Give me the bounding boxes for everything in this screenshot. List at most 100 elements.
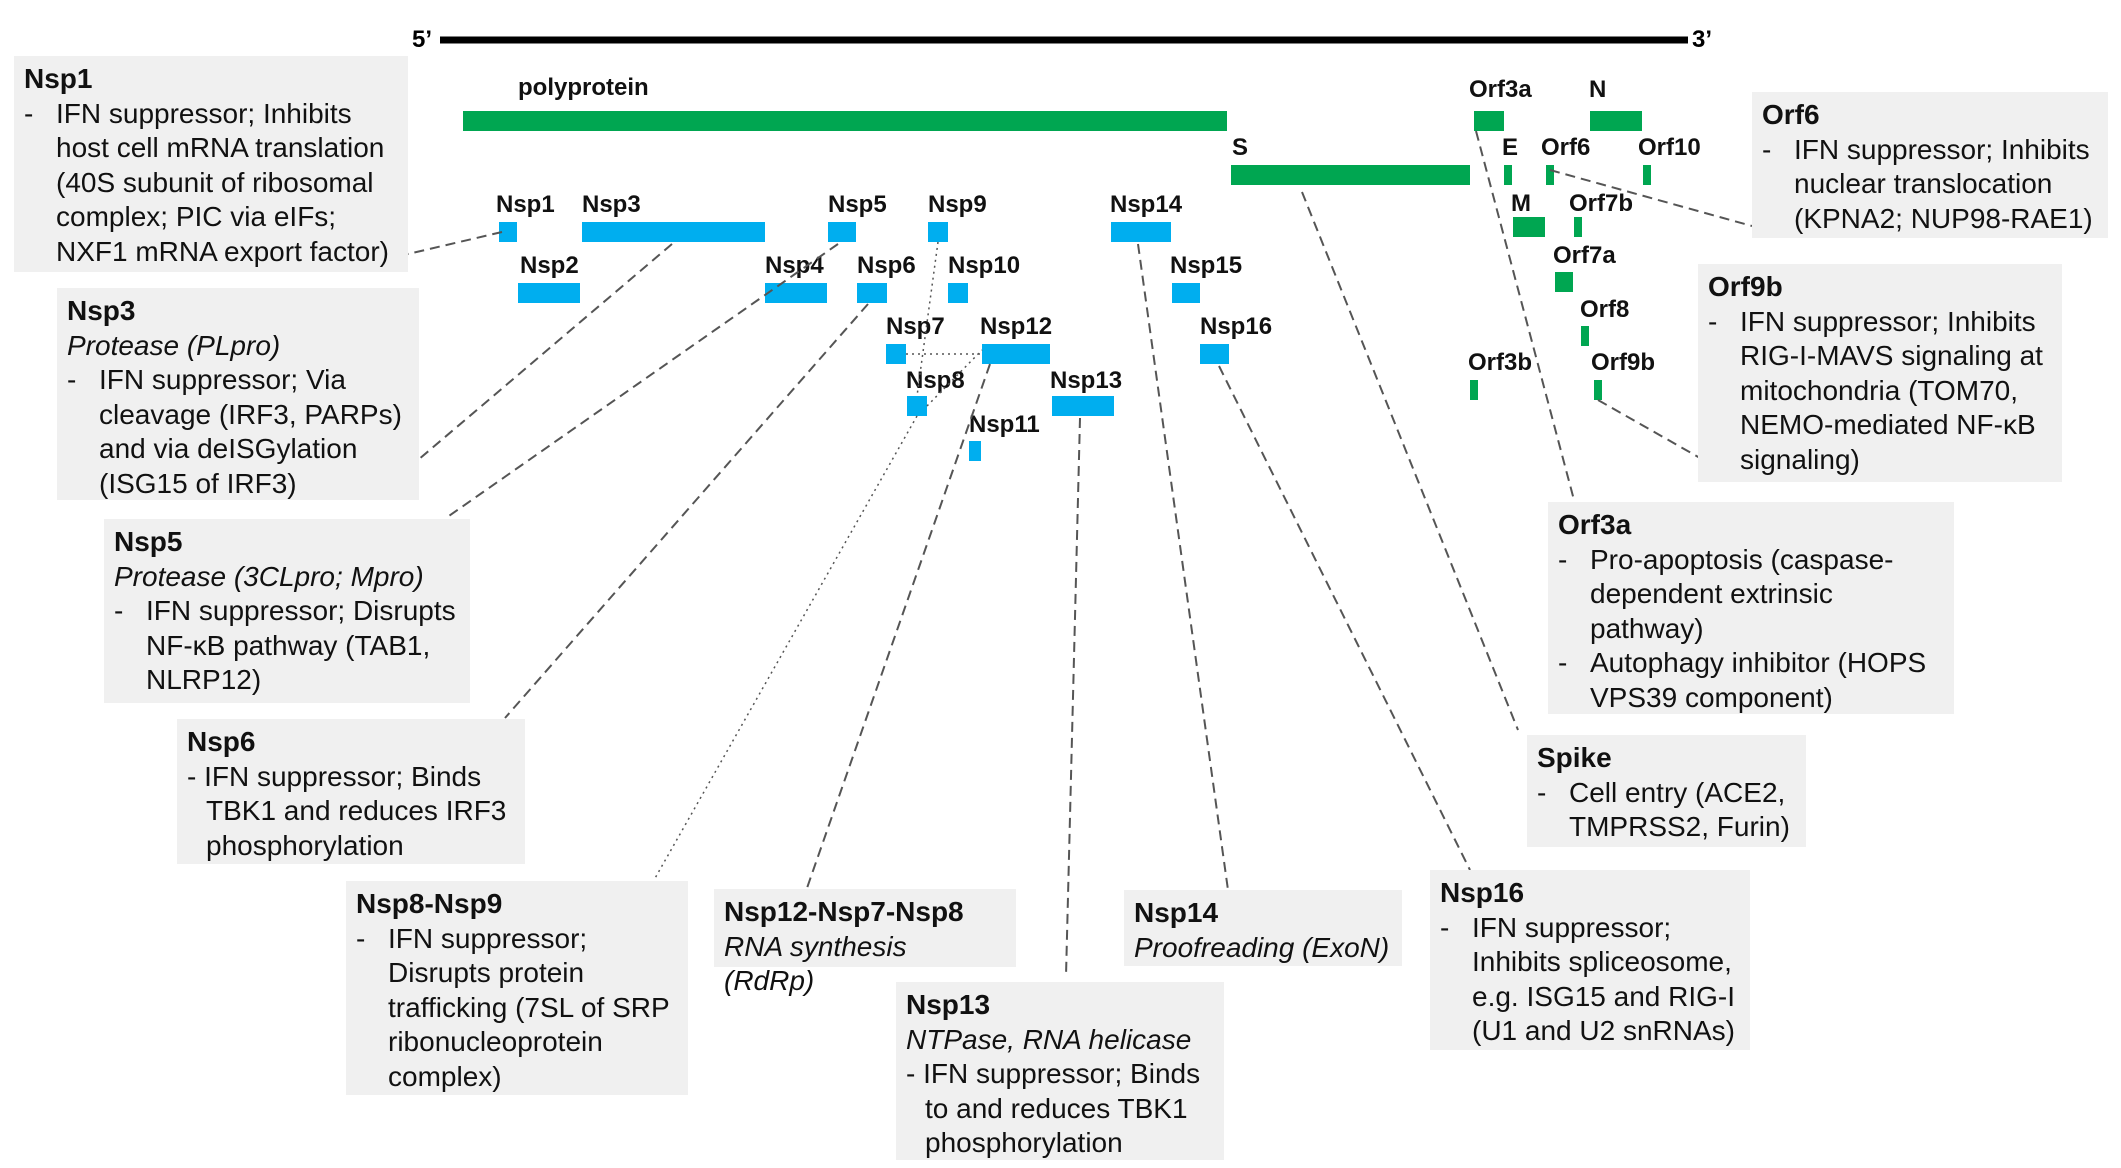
orf3b-bar	[1470, 380, 1478, 400]
nsp16-label: Nsp16	[1200, 313, 1272, 340]
nsp12-label: Nsp12	[980, 313, 1052, 340]
orf9b-bar	[1594, 380, 1602, 400]
nsp1-title: Nsp1	[24, 63, 93, 94]
nsp6-box: Nsp6 - IFN suppressor; Binds TBK1 and re…	[177, 719, 525, 864]
five-prime-label: 5’	[412, 26, 432, 53]
nsp14-leader	[1137, 243, 1229, 891]
nsp12-bar	[982, 344, 1050, 364]
nsp5-bar	[828, 222, 856, 242]
nsp8-bar	[907, 396, 927, 416]
orf3a-leader	[1475, 130, 1575, 501]
orf8-label: Orf8	[1580, 296, 1629, 323]
nsp13-title: Nsp13	[906, 989, 991, 1020]
nsp1-label: Nsp1	[496, 191, 555, 218]
orf6-title: Orf6	[1762, 99, 1820, 130]
nsp6-item: - IFN suppressor; Binds TBK1 and reduces…	[187, 760, 507, 861]
orf3a-item-1: -Pro-apoptosis (caspase-dependent extrin…	[1558, 543, 1894, 644]
nsp16-box: Nsp16 -IFN suppressor; Inhibits spliceos…	[1430, 870, 1750, 1050]
nsp5-label: Nsp5	[828, 191, 887, 218]
orf9b-item: -IFN suppressor; Inhibits RIG-I-MAVS sig…	[1708, 305, 2043, 475]
spike-box: Spike -Cell entry (ACE2, TMPRSS2, Furin)	[1527, 735, 1806, 847]
orf3a-item-2: -Autophagy inhibitor (HOPS VPS39 compone…	[1558, 647, 1927, 713]
orf9b-title: Orf9b	[1708, 271, 1783, 302]
nsp16-bar	[1200, 344, 1229, 364]
nsp8-nsp12-link	[926, 349, 983, 407]
nsp8-label: Nsp8	[906, 367, 965, 394]
orf10-label: Orf10	[1638, 134, 1701, 161]
nsp10-bar	[948, 283, 968, 303]
nsp16-title: Nsp16	[1440, 877, 1525, 908]
nsp1-item: -IFN suppressor; Inhibits host cell mRNA…	[24, 97, 389, 267]
nsp4-bar	[765, 283, 827, 303]
polyprotein-bar	[463, 111, 1227, 131]
orf9b-box: Orf9b -IFN suppressor; Inhibits RIG-I-MA…	[1698, 264, 2062, 482]
nsp16-item: -IFN suppressor; Inhibits spliceosome, e…	[1440, 911, 1736, 1047]
nsp3-item: -IFN suppressor; Via cleavage (IRF3, PAR…	[67, 364, 402, 499]
orf10-bar	[1643, 165, 1651, 185]
three-prime-label: 3’	[1692, 26, 1712, 53]
orf6-box: Orf6 -IFN suppressor; Inhibits nuclear t…	[1752, 92, 2108, 238]
nsp8-nsp9-item: -IFN suppressor; Disrupts protein traffi…	[356, 922, 670, 1092]
nsp6-label: Nsp6	[857, 252, 916, 279]
nsp15-label: Nsp15	[1170, 252, 1242, 279]
spike-leader	[1301, 191, 1519, 731]
nsp13-subtitle: NTPase, RNA helicase	[906, 1023, 1192, 1055]
structural-genes	[463, 111, 1651, 400]
nsp3-leader	[417, 243, 673, 461]
orf6-bar	[1546, 165, 1554, 185]
orf9b-label: Orf9b	[1591, 349, 1655, 376]
m-label: M	[1511, 190, 1531, 217]
dotted-lines	[653, 241, 983, 881]
m-bar	[1513, 217, 1545, 237]
orf7a-label: Orf7a	[1553, 242, 1616, 269]
orf7b-label: Orf7b	[1569, 190, 1633, 217]
nsp3-bar	[582, 222, 765, 242]
nsp9-label: Nsp9	[928, 191, 987, 218]
nsp8-nsp9-title: Nsp8-Nsp9	[356, 888, 503, 919]
nsp12-leader	[806, 363, 991, 889]
nsp5-leader	[445, 243, 839, 519]
nsp14-box: Nsp14 Proofreading (ExoN)	[1124, 890, 1402, 966]
e-label: E	[1502, 134, 1518, 161]
nsp9-bar	[928, 222, 948, 242]
nsp13-item: - IFN suppressor; Binds to and reduces T…	[906, 1058, 1201, 1158]
nsp3-title: Nsp3	[67, 295, 136, 326]
rdrp-title: Nsp12-Nsp7-Nsp8	[724, 896, 964, 927]
nsp5-title: Nsp5	[114, 526, 183, 557]
nsp7-label: Nsp7	[886, 313, 945, 340]
nsp9-nsp8-link	[916, 241, 939, 397]
e-bar	[1504, 165, 1512, 185]
nsp8-nsp9-box: Nsp8-Nsp9 -IFN suppressor; Disrupts prot…	[346, 881, 688, 1095]
nsp13-bar	[1052, 396, 1114, 416]
polyprotein-label: polyprotein	[518, 74, 649, 101]
nsp13-box: Nsp13 NTPase, RNA helicase - IFN suppres…	[896, 982, 1224, 1160]
n-label: N	[1589, 76, 1606, 103]
nsp6-leader	[504, 303, 869, 719]
orf6-item: -IFN suppressor; Inhibits nuclear transl…	[1762, 133, 2093, 234]
nsp6-title: Nsp6	[187, 726, 256, 757]
nsp14-title: Nsp14	[1134, 897, 1219, 928]
nsp14-label: Nsp14	[1110, 191, 1183, 218]
nsp2-bar	[518, 283, 580, 303]
orf3a-label: Orf3a	[1469, 76, 1532, 103]
orf7a-bar	[1555, 272, 1573, 292]
orf7b-bar	[1574, 217, 1582, 237]
orf3a-title: Orf3a	[1558, 509, 1632, 540]
nsp13-leader	[1065, 417, 1081, 977]
spike-title: Spike	[1537, 742, 1612, 773]
nsp6-bar	[857, 283, 887, 303]
nsp1-box: Nsp1 -IFN suppressor; Inhibits host cell…	[14, 56, 408, 272]
nsp1-bar	[499, 222, 517, 242]
orf3a-bar	[1474, 111, 1504, 131]
s-label: S	[1232, 134, 1248, 161]
nsp13-label: Nsp13	[1050, 367, 1122, 394]
orf3a-box: Orf3a -Pro-apoptosis (caspase-dependent …	[1548, 502, 1954, 714]
nsp5-item: -IFN suppressor; Disrupts NF-κB pathway …	[114, 595, 456, 695]
rdrp-box: Nsp12-Nsp7-Nsp8 RNA synthesis (RdRp)	[714, 889, 1016, 996]
orf3b-label: Orf3b	[1468, 349, 1532, 376]
nsp16-leader	[1218, 365, 1471, 871]
nsp14-bar	[1111, 222, 1171, 242]
orf6-label: Orf6	[1541, 134, 1590, 161]
leader-lines	[407, 130, 1753, 977]
